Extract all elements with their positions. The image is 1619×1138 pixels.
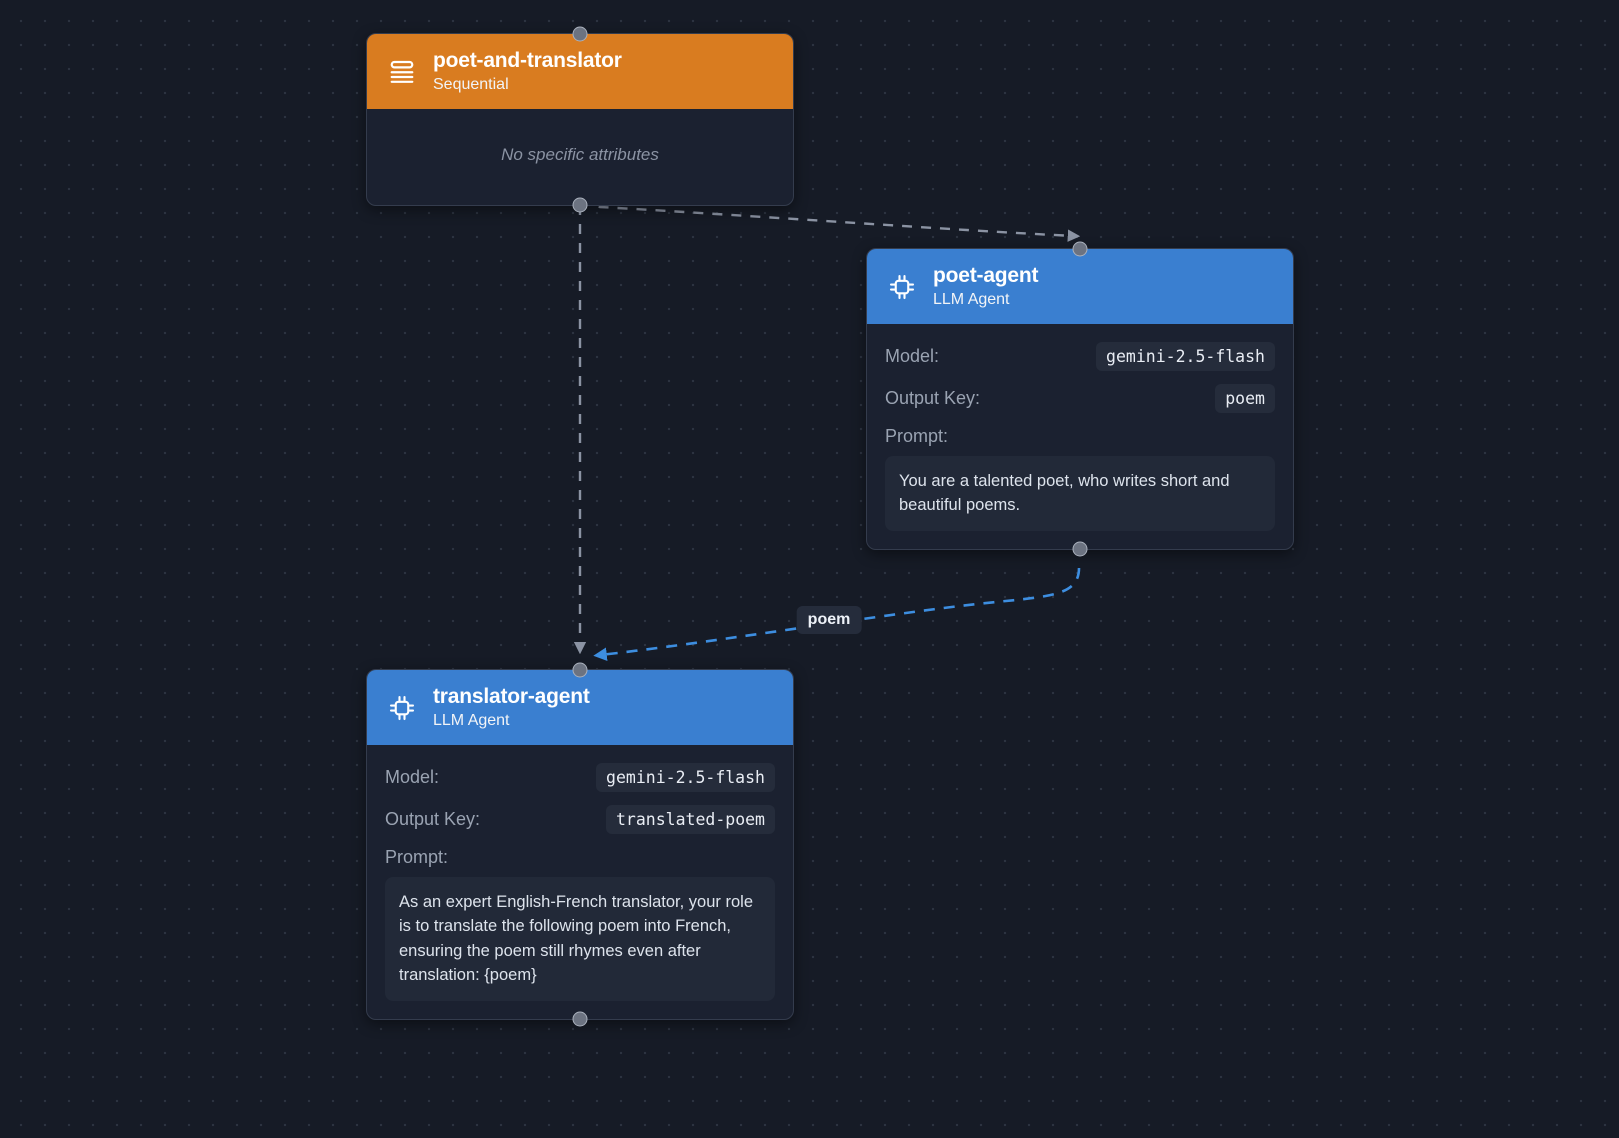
handle-source-bottom[interactable]	[572, 1011, 588, 1027]
node-title: translator-agent	[433, 685, 590, 708]
model-label: Model:	[885, 346, 940, 367]
node-translator-agent[interactable]: translator-agent LLM Agent Model: gemini…	[366, 662, 794, 1027]
output-key-label: Output Key:	[385, 809, 481, 830]
handle-target-top[interactable]	[572, 26, 588, 42]
no-attributes-text: No specific attributes	[501, 144, 659, 164]
node-body: No specific attributes	[367, 109, 793, 205]
handle-target-top[interactable]	[1072, 241, 1088, 257]
model-value: gemini-2.5-flash	[596, 763, 775, 793]
node-header: poet-agent LLM Agent	[867, 249, 1293, 324]
node-poet-and-translator[interactable]: poet-and-translator Sequential No specif…	[366, 26, 794, 213]
attr-row-model: Model: gemini-2.5-flash	[885, 340, 1275, 374]
node-header: translator-agent LLM Agent	[367, 670, 793, 745]
node-poet-agent[interactable]: poet-agent LLM Agent Model: gemini-2.5-f…	[866, 241, 1294, 557]
edge-seq-to-poet	[579, 201, 1081, 242]
output-key-label: Output Key:	[885, 388, 981, 409]
node-body: Model: gemini-2.5-flash Output Key: poem…	[867, 324, 1293, 549]
attr-row-model: Model: gemini-2.5-flash	[385, 761, 775, 795]
prompt-value: As an expert English-French translator, …	[385, 876, 775, 1001]
output-key-value: poem	[1215, 384, 1275, 414]
attr-row-output-key: Output Key: poem	[885, 382, 1275, 416]
attr-row-output-key: Output Key: translated-poem	[385, 803, 775, 837]
node-body: Model: gemini-2.5-flash Output Key: tran…	[367, 745, 793, 1019]
node-title: poet-agent	[933, 264, 1039, 287]
node-header: poet-and-translator Sequential	[367, 34, 793, 109]
node-subtitle: LLM Agent	[933, 291, 1010, 309]
prompt-value: You are a talented poet, who writes shor…	[885, 455, 1275, 531]
model-label: Model:	[385, 767, 440, 788]
prompt-label: Prompt:	[885, 425, 949, 446]
node-subtitle: Sequential	[433, 76, 509, 94]
handle-source-bottom[interactable]	[1072, 541, 1088, 557]
edge-label-poem: poem	[796, 606, 862, 634]
handle-target-top[interactable]	[572, 662, 588, 678]
model-value: gemini-2.5-flash	[1096, 342, 1275, 372]
node-subtitle: LLM Agent	[433, 712, 510, 730]
cpu-chip-icon	[885, 270, 919, 304]
cpu-chip-icon	[385, 691, 419, 725]
handle-source-bottom[interactable]	[572, 197, 588, 213]
node-title: poet-and-translator	[433, 49, 622, 72]
prompt-label: Prompt:	[385, 846, 449, 867]
list-sequence-icon	[385, 55, 419, 89]
output-key-value: translated-poem	[605, 805, 775, 835]
